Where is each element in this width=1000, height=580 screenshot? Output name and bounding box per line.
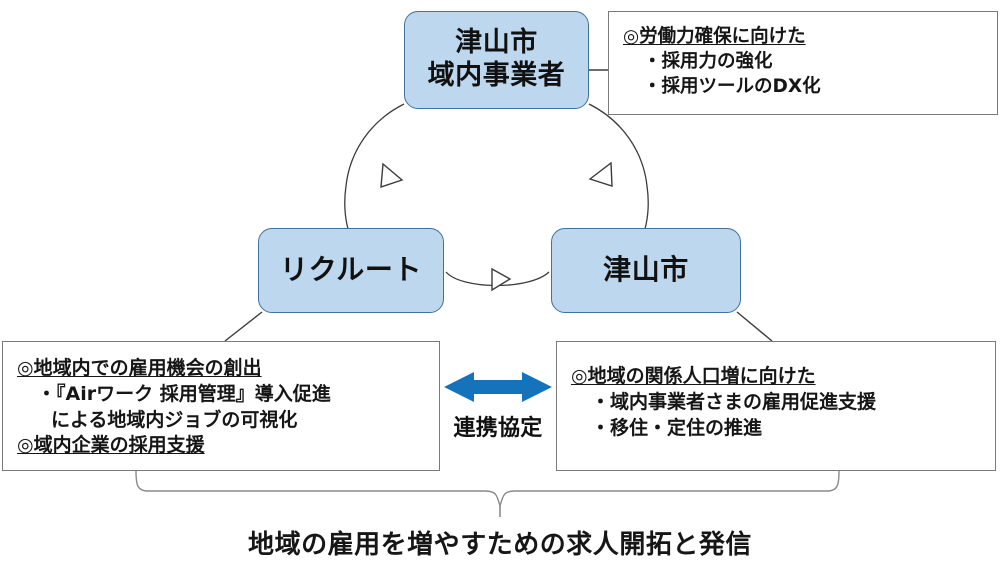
node-company-line2: 域内事業者 xyxy=(427,60,566,91)
partnership-label: 連携協定 xyxy=(453,416,543,441)
node-recruit-label: リクルート xyxy=(280,253,422,287)
detail-company-item-1: ・採用ツールのDX化 xyxy=(643,76,821,98)
partnership-connector: 連携協定 xyxy=(442,370,554,462)
node-company-line1: 津山市 xyxy=(455,27,538,59)
detail-recruit-heading-2: ◎域内企業の採用支援 xyxy=(17,434,205,457)
detail-box-city: ◎地域の関係人口増に向けた ・域内事業者さまの雇用促進支援 ・移住・定住の推進 xyxy=(556,341,996,471)
node-company-label: 津山市 域内事業者 xyxy=(428,27,566,93)
leader-recruit xyxy=(224,311,263,342)
node-city[interactable]: 津山市 xyxy=(551,228,741,313)
double-arrow-icon xyxy=(444,372,552,402)
node-city-label: 津山市 xyxy=(603,253,689,287)
leader-city xyxy=(736,311,773,342)
detail-recruit-item-1-cont: による地域内ジョブの可視化 xyxy=(51,408,298,431)
detail-company-heading: ◎労働力確保に向けた xyxy=(623,26,806,47)
detail-recruit-heading-1: ◎地域内での雇用機会の創出 xyxy=(17,357,262,379)
detail-box-recruit: ◎地域内での雇用機会の創出 ・『Airワーク 採用管理』導入促進 による地域内ジ… xyxy=(2,341,440,471)
cycle-arrowhead-bottom xyxy=(491,267,512,292)
detail-city-item-0: ・域内事業者さまの雇用促進支援 xyxy=(591,390,877,413)
detail-box-company: ◎労働力確保に向けた ・採用力の強化 ・採用ツールのDX化 xyxy=(608,11,998,115)
detail-recruit-item-1: ・『Airワーク 採用管理』導入促進 xyxy=(37,382,331,405)
cycle-arrowheads xyxy=(380,161,613,292)
node-company[interactable]: 津山市 域内事業者 xyxy=(404,11,589,109)
cycle-arrowhead-left xyxy=(380,162,404,189)
summary-caption: 地域の雇用を増やすための求人開拓と発信 xyxy=(248,530,752,560)
node-recruit[interactable]: リクルート xyxy=(258,228,444,313)
summary-brace xyxy=(135,470,840,517)
cycle-arrowhead-right xyxy=(588,161,613,187)
detail-city-item-1: ・移住・定住の推進 xyxy=(591,416,763,439)
detail-company-item-0: ・採用力の強化 xyxy=(643,51,773,73)
detail-city-heading: ◎地域の関係人口増に向けた xyxy=(571,365,816,387)
